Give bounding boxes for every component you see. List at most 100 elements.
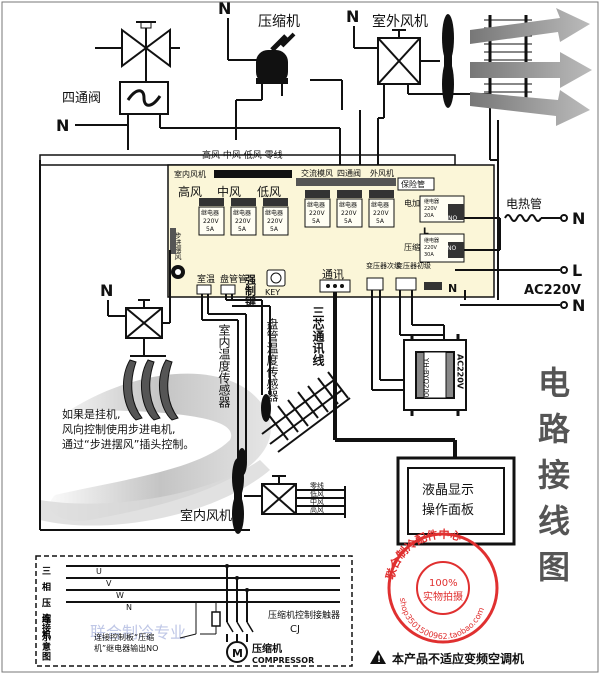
- legend-title-char: 意: [42, 641, 51, 653]
- room-temp-label: 室温: [197, 273, 215, 285]
- outdoor-fan-label: 室外风机: [372, 13, 428, 30]
- board-top-header: 高风 中风 低风 零线: [202, 149, 283, 161]
- transformer-secondary-connector: [366, 277, 384, 291]
- legend-compressor-en: COMPRESSOR: [252, 656, 314, 665]
- svg-text:20A: 20A: [424, 213, 434, 219]
- force-key-button[interactable]: [266, 269, 286, 287]
- evaporator-coil-icon: [261, 371, 351, 453]
- n-connector: [424, 282, 442, 290]
- outdoor-group-4wv: 四通阀: [337, 168, 361, 178]
- fuse-icon: [397, 177, 435, 191]
- contactor-label: 压缩机控制接触器: [268, 609, 340, 621]
- svg-text:220V: 220V: [341, 210, 357, 217]
- svg-text:5A: 5A: [238, 226, 247, 233]
- ac220v-label: AC220V: [524, 283, 581, 298]
- force-key-label: 强制键: [244, 274, 258, 308]
- fan-wire-neutral: 零线: [310, 481, 324, 490]
- key-label: KEY: [265, 288, 280, 297]
- compressor-label: 压缩机: [258, 14, 300, 30]
- compressor-motor-icon: [226, 641, 248, 663]
- svg-text:L: L: [423, 227, 429, 237]
- fan-speed-low: 低风: [257, 185, 281, 199]
- svg-text:5A: 5A: [206, 226, 215, 233]
- coil-temp-sensor-label: 盘管温度传感器: [265, 317, 279, 403]
- title-char-1: 电: [538, 364, 570, 402]
- svg-text:继电器: 继电器: [265, 209, 283, 217]
- comm-label: 通讯: [322, 268, 344, 281]
- svg-text:220V: 220V: [373, 210, 389, 217]
- fan-speed-mid: 中风: [217, 184, 241, 199]
- swing-note-line3: 通过“步进摆风”插头控制。: [62, 437, 194, 451]
- transformer-secondary-label: 变压器次级: [366, 261, 401, 270]
- title-char-3: 接: [538, 456, 570, 494]
- indoor-temp-sensor-label: 室内温度传感器: [217, 323, 231, 409]
- svg-text:220V: 220V: [267, 218, 283, 225]
- expansion-valve-icon: [95, 21, 180, 82]
- stamp-center-bottom: 实物拍摄: [423, 590, 463, 603]
- lcd-panel-label-line1: 液晶显示: [422, 483, 474, 498]
- svg-text:继电器: 继电器: [371, 201, 389, 209]
- indoor-fan-connector: [214, 170, 292, 178]
- transformer-primary-label: 变压器初级: [396, 261, 431, 270]
- n-terminal-compressor: N: [218, 0, 231, 18]
- title-char-4: 线: [538, 502, 570, 540]
- svg-text:220V: 220V: [309, 210, 325, 217]
- stepper-label: 步进摆风: [174, 232, 182, 261]
- n-terminal-stepper: N: [100, 281, 113, 300]
- swing-louver-icon: [123, 359, 179, 421]
- title-char-2: 路: [538, 410, 571, 448]
- legend-title-char: 压: [42, 598, 51, 609]
- svg-text:继电器: 继电器: [424, 198, 439, 205]
- four-way-valve-label: 四通阀: [62, 91, 101, 106]
- l-terminal: L: [572, 261, 582, 280]
- svg-text:继电器: 继电器: [233, 209, 251, 217]
- heater-label: 电热管: [506, 196, 542, 211]
- phase-v: V: [106, 579, 112, 588]
- svg-text:5A: 5A: [376, 218, 385, 225]
- board-n-mark: N: [448, 282, 457, 295]
- svg-text:220V: 220V: [235, 218, 251, 225]
- stepper-connector: [170, 228, 176, 254]
- phase-n: N: [126, 603, 132, 612]
- svg-text:!: !: [377, 655, 381, 665]
- contactor-cj: CJ: [290, 624, 300, 635]
- airflow-arrow-icon: [470, 52, 592, 88]
- fan-wire-high: 高风: [310, 505, 324, 514]
- svg-text:220V: 220V: [424, 245, 438, 251]
- legend-title-char: 示: [42, 633, 51, 644]
- coil-temp-connector: [220, 284, 236, 295]
- transformer-primary-connector: [395, 277, 417, 291]
- svg-text:5A: 5A: [344, 218, 353, 225]
- side-comp-label: 压缩机: [404, 242, 428, 252]
- fan-speed-high: 高风: [178, 184, 202, 199]
- outdoor-connector: [296, 178, 396, 186]
- watermark: 联合制冷专业: [90, 623, 186, 642]
- legend-title-char: 图: [42, 652, 51, 663]
- four-way-valve-icon: [126, 89, 162, 107]
- legend-title-char: 缩: [42, 613, 51, 625]
- indoor-fan-blade-icon: [232, 458, 244, 534]
- transformer-icon: [403, 334, 467, 416]
- stamp-center-top: 100%: [429, 578, 458, 589]
- motor-m: M: [232, 647, 243, 660]
- airflow-arrow-icon: [470, 90, 590, 126]
- n-terminal-4wv: N: [56, 116, 69, 135]
- legend-title-char: 三: [42, 566, 51, 577]
- legend-note-line1: 连接控制板“压缩: [94, 632, 154, 642]
- svg-text:继电器: 继电器: [307, 201, 325, 209]
- title-char-5: 图: [538, 548, 570, 586]
- airflow-arrow-icon: [470, 8, 590, 44]
- transformer-voltage: AC220V: [456, 354, 465, 390]
- svg-text:继电器: 继电器: [424, 237, 439, 244]
- n-terminal-mains: N: [572, 296, 585, 315]
- svg-text:继电器: 继电器: [339, 201, 357, 209]
- legend-title-char: 接: [42, 622, 51, 634]
- svg-text:5A: 5A: [312, 218, 321, 225]
- svg-text:5A: 5A: [270, 226, 279, 233]
- bottom-note: 本产品不适应变频空调机: [392, 651, 524, 666]
- swing-note-line1: 如果是挂机,: [62, 407, 121, 421]
- contactor-coil-icon: [211, 611, 221, 627]
- relay-mid: 继电器 220V 5A: [230, 198, 257, 236]
- coil-pipe-label: 盘管管: [220, 273, 247, 285]
